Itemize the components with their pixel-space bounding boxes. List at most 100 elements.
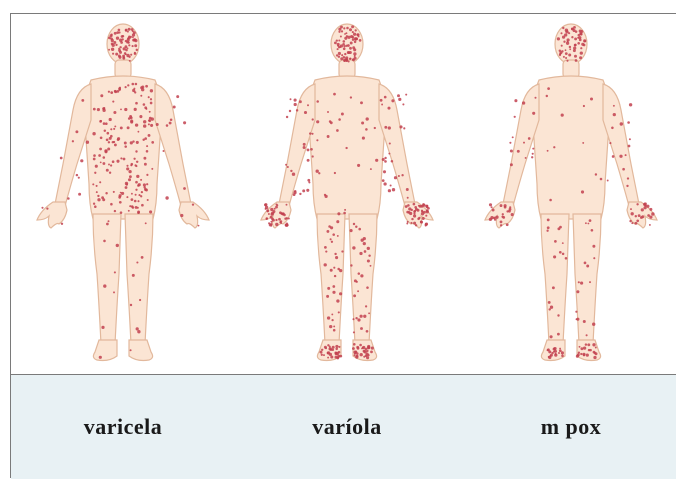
lesion-dot — [579, 56, 582, 59]
lesion-dot — [364, 250, 367, 253]
lesion-dot — [576, 355, 579, 358]
lesion-dot — [384, 160, 387, 163]
lesion-dot — [139, 115, 142, 118]
lesion-dot — [566, 42, 569, 45]
lesion-dot — [336, 356, 338, 358]
lesion-dot — [129, 60, 131, 62]
lesion-dot — [382, 179, 385, 182]
lesion-dot — [390, 184, 392, 186]
lesion-dot — [144, 163, 147, 166]
lesion-dot — [121, 192, 124, 195]
lesion-dot — [357, 318, 360, 321]
lesion-dot — [94, 172, 96, 174]
lesion-dot — [579, 29, 582, 32]
lesion-dot — [343, 48, 346, 51]
lesion-dot — [584, 262, 587, 265]
lesion-dot — [128, 170, 131, 173]
lesion-dot — [148, 96, 150, 98]
lesion-dot — [299, 100, 302, 103]
lesion-dot — [346, 35, 348, 37]
lesion-dot — [321, 354, 323, 356]
lesion-dot — [504, 206, 507, 209]
lesion-dot — [331, 319, 333, 321]
lesion-dot — [146, 150, 149, 153]
lesion-dot — [531, 156, 533, 158]
lesion-dot — [120, 211, 123, 214]
lesion-dot — [264, 203, 267, 206]
lesion-dot — [126, 167, 129, 170]
body-figure-mpox — [459, 14, 676, 375]
lesion-dot — [122, 55, 125, 58]
lesion-dot — [292, 173, 295, 176]
lesion-dot — [562, 35, 565, 38]
figure-cell-mpox — [459, 14, 676, 375]
lesion-dot — [635, 215, 637, 217]
lesion-dot — [585, 343, 587, 345]
lesion-dot — [132, 30, 134, 32]
lesion-dot — [343, 27, 345, 29]
lesion-dot — [511, 213, 514, 216]
lesion-dot — [98, 154, 101, 157]
lesion-dot — [500, 220, 503, 223]
lesion-dot — [336, 54, 338, 56]
lesion-dot — [371, 347, 374, 350]
lesion-dot — [546, 230, 548, 232]
lesion-dot — [352, 347, 355, 350]
lesion-dot — [129, 175, 132, 178]
lesion-dot — [593, 257, 595, 259]
lesion-dot — [388, 153, 390, 155]
lesion-dot — [554, 353, 557, 356]
body-part — [93, 340, 117, 361]
lesion-dot — [398, 98, 401, 101]
lesion-dot — [417, 218, 420, 221]
lesion-dot — [93, 154, 96, 157]
lesion-dot — [270, 225, 272, 227]
lesion-dot — [335, 348, 338, 351]
lesion-dot — [41, 207, 43, 209]
lesion-dot — [324, 195, 327, 198]
lesion-dot — [115, 53, 118, 56]
lesion-dot — [580, 282, 583, 285]
lesion-dot — [114, 125, 116, 127]
lesion-dot — [585, 222, 587, 224]
lesion-dot — [337, 268, 340, 271]
lesion-dot — [145, 189, 148, 192]
lesion-dot — [134, 39, 136, 41]
lesion-dot — [173, 106, 176, 109]
lesion-dot — [547, 218, 550, 221]
lesion-dot — [130, 54, 132, 56]
lesion-dot — [345, 58, 348, 61]
lesion-dot — [580, 347, 583, 350]
lesion-dot — [619, 155, 622, 158]
lesion-dot — [93, 203, 95, 205]
lesion-dot — [649, 216, 652, 219]
lesion-dot — [609, 142, 611, 144]
lesion-dot — [303, 146, 306, 149]
lesion-dot — [128, 210, 130, 212]
lesion-dot — [112, 160, 115, 163]
lesion-dot — [103, 284, 106, 287]
lesion-dot — [272, 219, 275, 222]
lesion-dot — [628, 145, 631, 148]
lesion-dot — [554, 240, 557, 243]
lesion-dot — [353, 33, 356, 36]
lesion-dot — [338, 311, 340, 313]
lesion-dot — [330, 238, 332, 240]
lesion-dot — [135, 189, 137, 191]
lesion-dot — [636, 203, 638, 205]
panel-varicela: varicela — [11, 14, 235, 479]
lesion-dot — [532, 153, 534, 155]
lesion-dot — [105, 192, 107, 194]
lesion-dot — [562, 253, 565, 256]
lesion-dot — [561, 355, 564, 358]
lesion-dot — [136, 261, 138, 263]
lesion-dot — [351, 36, 354, 39]
lesion-dot — [331, 241, 333, 243]
lesion-dot — [141, 204, 144, 207]
lesion-dot — [325, 251, 327, 253]
lesion-dot — [566, 60, 568, 62]
lesion-dot — [409, 212, 412, 215]
lesion-dot — [334, 275, 336, 277]
lesion-dot — [512, 136, 514, 138]
lesion-dot — [134, 91, 136, 93]
